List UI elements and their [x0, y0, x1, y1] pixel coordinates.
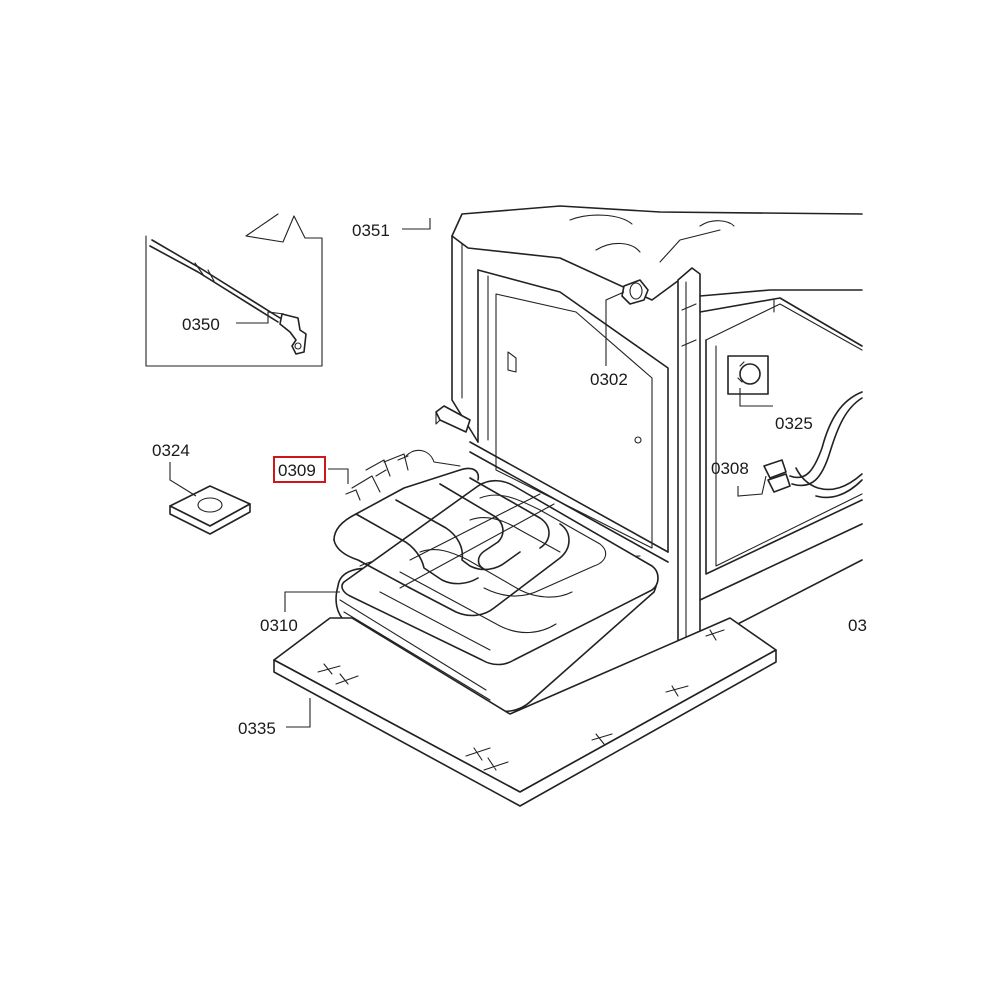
callout-03-cut[interactable]: 03: [848, 616, 867, 635]
callout-0308[interactable]: 0308: [711, 459, 749, 478]
callout-0302[interactable]: 0302: [590, 370, 628, 389]
callout-labels: 0351 0350 0302 0325 0324 0309 0308 0310 …: [152, 221, 867, 738]
grill-heater-element: [333, 449, 570, 617]
leader-lines: [169, 218, 773, 728]
callout-0351[interactable]: 0351: [352, 221, 390, 240]
bottom-heater-element: [335, 479, 659, 713]
callout-0325[interactable]: 0325: [775, 414, 813, 433]
callout-0335[interactable]: 0335: [238, 719, 276, 738]
inset-detail-box: [145, 213, 323, 367]
highlight-box-0309: [273, 456, 326, 483]
oven-cavity: [435, 205, 863, 667]
callout-0324[interactable]: 0324: [152, 441, 190, 460]
floor-insulation-board: [273, 617, 777, 807]
square-gasket-part: [169, 485, 251, 535]
callout-0350[interactable]: 0350: [182, 315, 220, 334]
callout-0310[interactable]: 0310: [260, 616, 298, 635]
callout-0309[interactable]: 0309: [278, 461, 316, 480]
